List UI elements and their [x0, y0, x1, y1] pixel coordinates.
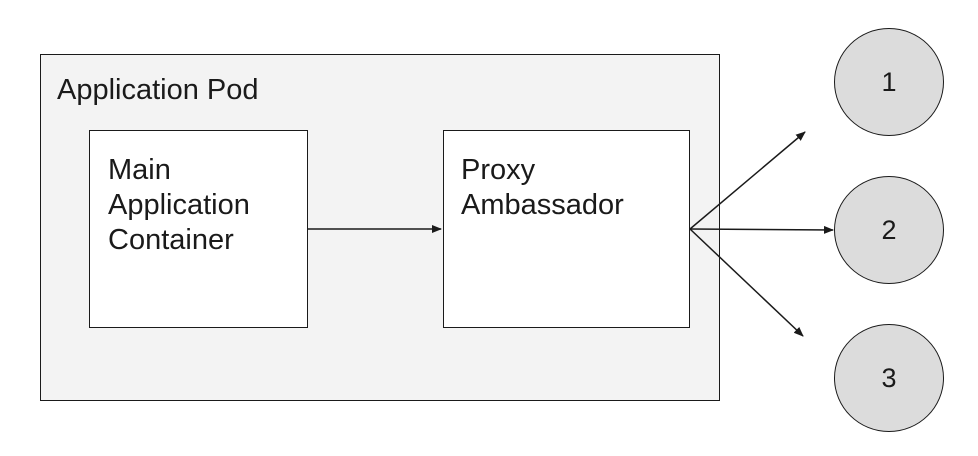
proxy-ambassador-label: Proxy Ambassador: [461, 153, 624, 223]
target-node-2: 2: [834, 176, 944, 284]
main-application-container: Main Application Container: [89, 130, 308, 328]
pod-title: Application Pod: [57, 74, 259, 106]
main-container-label: Main Application Container: [108, 153, 250, 258]
main-container-label-line-1: Main: [108, 154, 171, 186]
main-container-label-line-2: Application: [108, 189, 250, 221]
target-node-1: 1: [834, 28, 944, 136]
proxy-label-line-1: Proxy: [461, 154, 536, 186]
target-node-3: 3: [834, 324, 944, 432]
main-container-label-line-3: Container: [108, 224, 234, 256]
proxy-label-line-2: Ambassador: [461, 189, 624, 221]
proxy-ambassador: Proxy Ambassador: [443, 130, 690, 328]
